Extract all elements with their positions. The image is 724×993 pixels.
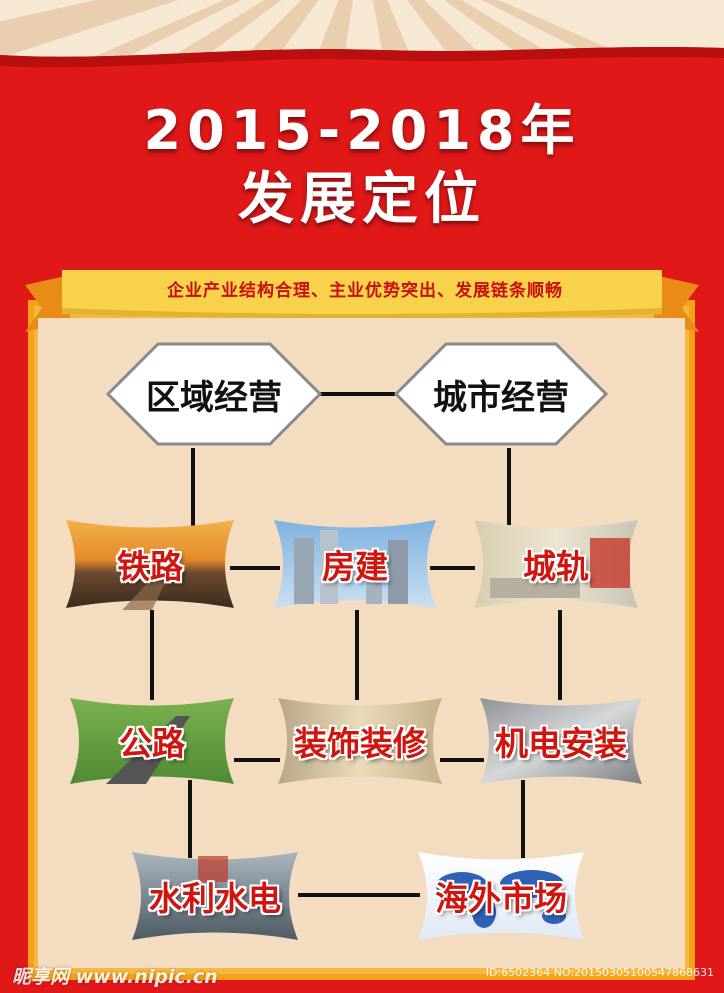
- railway-label: 铁路: [117, 547, 183, 586]
- page-title: 发展定位: [238, 166, 486, 232]
- electromechanical-label: 机电安装: [495, 724, 627, 763]
- world-map-image: [418, 852, 584, 940]
- region-operation-node: 区域经营: [104, 340, 324, 448]
- hydropower-image: [132, 852, 298, 940]
- metro-image: [474, 520, 638, 608]
- metro-label: 城轨: [523, 547, 589, 586]
- highway-image: [70, 698, 234, 784]
- railway-image: [66, 520, 234, 610]
- hydropower-node: 水利水电: [128, 850, 302, 942]
- overseas-node: 海外市场: [414, 850, 588, 942]
- highway-label: 公路: [119, 724, 185, 763]
- city-operation-node: 城市经营: [392, 340, 610, 448]
- hexagon-shape: [393, 342, 609, 446]
- decoration-image: [278, 698, 442, 784]
- hexagon-shape: [105, 342, 323, 446]
- city-operation-label: 城市经营: [433, 377, 569, 418]
- decoration-node: 装饰装修: [274, 696, 446, 786]
- site-watermark: 昵享网 www.nipic.cn: [12, 966, 218, 988]
- image-id-watermark: ID:6502364 NO:20150305100547868631: [485, 966, 714, 979]
- railway-node: 铁路: [62, 518, 238, 610]
- electromechanical-image: [480, 698, 642, 784]
- highway-node: 公路: [66, 696, 238, 786]
- housing-label: 房建: [322, 547, 388, 586]
- decoration-label: 装饰装修: [294, 724, 426, 763]
- region-operation-label: 区域经营: [146, 377, 282, 418]
- housing-node: 房建: [270, 518, 440, 610]
- overseas-label: 海外市场: [435, 879, 567, 918]
- housing-image: [274, 520, 436, 608]
- title-years: 2015-2018年: [143, 99, 581, 162]
- metro-node: 城轨: [470, 518, 642, 610]
- electromechanical-node: 机电安装: [476, 696, 646, 786]
- hydropower-label: 水利水电: [149, 879, 281, 918]
- banner-slogan: 企业产业结构合理、主业优势突出、发展链条顺畅: [167, 281, 563, 301]
